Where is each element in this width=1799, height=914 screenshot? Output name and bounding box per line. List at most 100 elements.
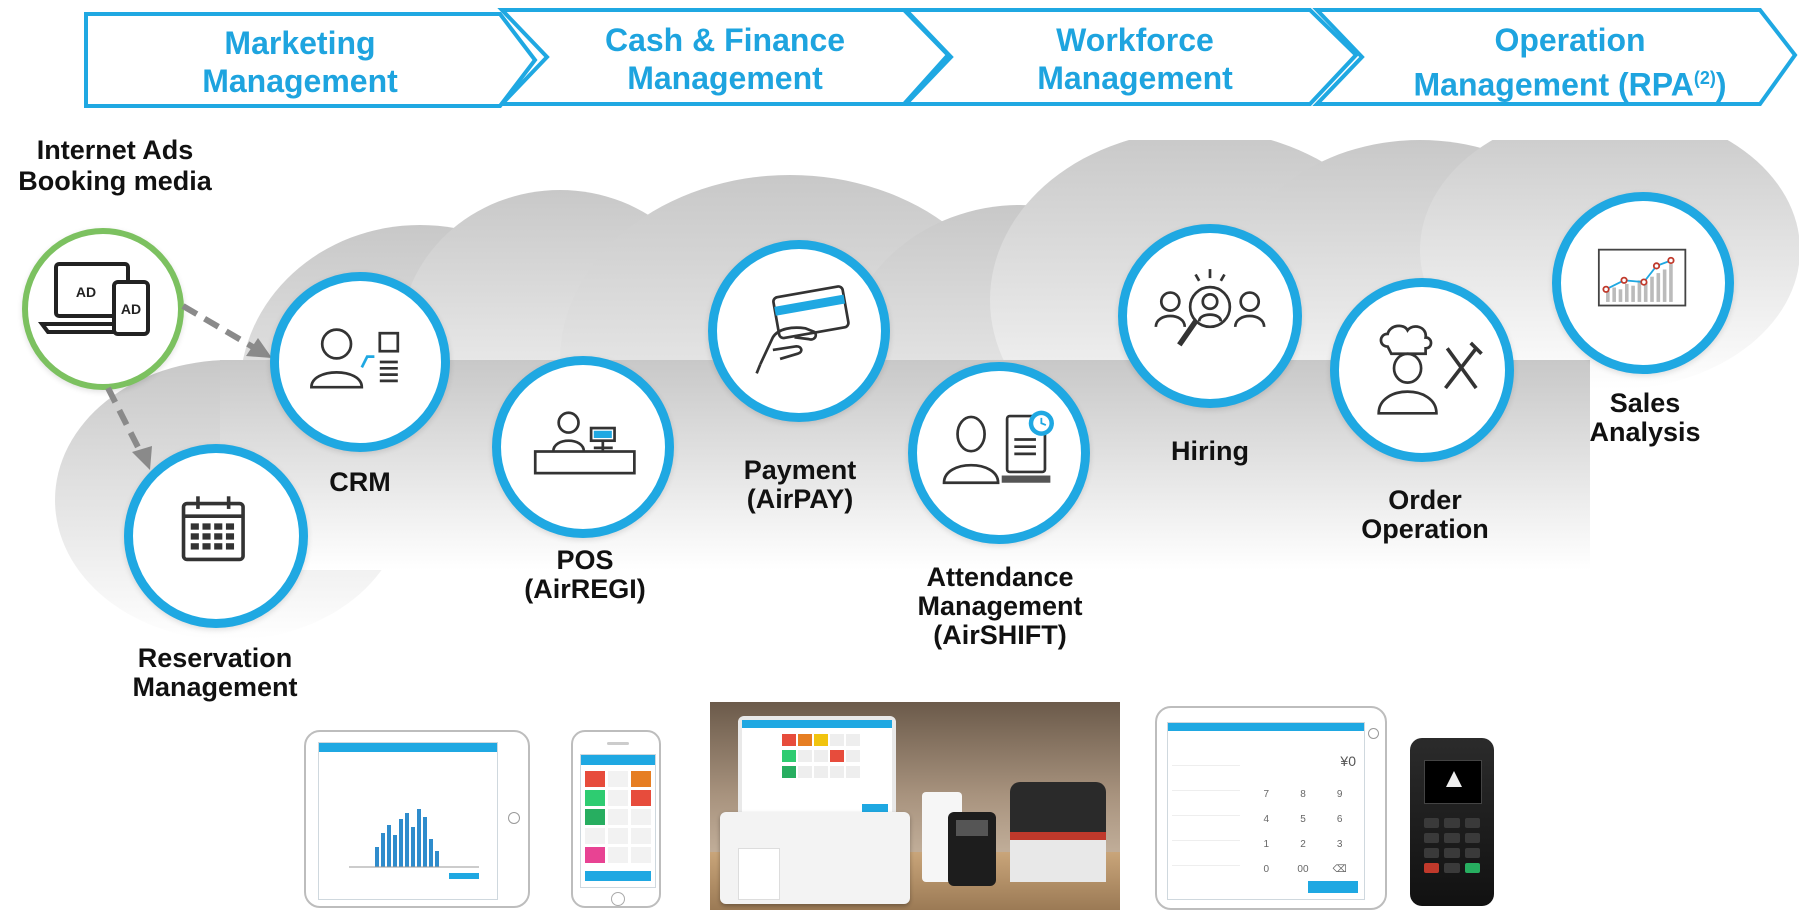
app-header-bar <box>319 743 497 752</box>
method-row <box>1172 791 1240 816</box>
keypad-key: 4 <box>1263 814 1270 825</box>
phone-header-bar <box>581 755 655 765</box>
phone-home-button <box>611 892 625 906</box>
phone-device <box>571 730 661 908</box>
hiring-label: Hiring <box>1171 436 1249 466</box>
reader-key <box>1424 848 1440 858</box>
magnifier-people-icon <box>1154 269 1266 347</box>
stage-line: ) <box>1715 66 1727 103</box>
pos-hardware-photo <box>710 702 1120 910</box>
stage-line: Management <box>202 63 398 99</box>
cash-drawer <box>720 812 910 904</box>
phone-screen <box>580 754 656 888</box>
keypad-key: 1 <box>1263 839 1270 850</box>
card-reader-screen <box>956 820 988 836</box>
process-chevrons <box>84 8 1798 108</box>
card-reader-device <box>1410 738 1494 906</box>
ad-text: AD <box>121 301 141 317</box>
pos-tablet-in-photo <box>738 716 896 826</box>
tablet-reservation-device <box>304 730 530 908</box>
reader-key <box>1464 848 1480 858</box>
dashed-arrows <box>105 303 272 470</box>
pos-circle <box>492 356 674 538</box>
card-reader-display <box>1424 760 1482 804</box>
sales-chart-icon <box>1597 248 1687 307</box>
tablet-screen <box>318 742 498 900</box>
stage-workforce-label: Workforce Management <box>1000 21 1270 97</box>
keypad-key: 3 <box>1336 839 1343 850</box>
label-printer <box>1010 782 1106 882</box>
method-row <box>1172 741 1240 766</box>
keypad-key: 00 <box>1297 864 1309 875</box>
keypad-key: 7 <box>1263 789 1270 800</box>
keypad-key: 8 <box>1300 789 1306 800</box>
source-line: Booking media <box>18 166 212 196</box>
keypad-key: ⌫ <box>1332 864 1347 875</box>
source-line: Internet Ads <box>36 135 194 165</box>
amount-display: ¥0 <box>1340 753 1356 769</box>
label-line: Operation <box>1361 514 1489 544</box>
stage-line: Operation <box>1494 22 1646 58</box>
keypad-grid: 7 8 9 4 5 6 1 2 3 0 00 ⌫ <box>1248 789 1358 875</box>
chevron-operation <box>1312 8 1798 106</box>
pos-screen-thumbnail <box>742 720 892 812</box>
stage-line: Cash & Finance <box>604 22 846 58</box>
label-line: Management <box>132 672 298 702</box>
calendar-icon <box>181 496 245 562</box>
label-line: Attendance <box>926 562 1074 592</box>
reader-key <box>1444 833 1460 843</box>
reader-key <box>1424 833 1440 843</box>
label-line: Order <box>1388 485 1462 515</box>
order-label: Order Operation <box>1330 486 1520 544</box>
label-line: POS <box>556 545 614 575</box>
stage-marketing-label: Marketing Management <box>185 24 415 100</box>
method-row <box>1172 816 1240 841</box>
order-circle <box>1330 278 1514 462</box>
charge-button-bar <box>1308 881 1358 893</box>
reader-key <box>1444 863 1460 873</box>
crm-icon <box>310 328 400 389</box>
ad-text: AD <box>76 284 96 300</box>
tablet-payment-device: ¥0 7 8 9 4 5 6 1 2 3 0 00 ⌫ <box>1155 706 1387 910</box>
label-line: (AirSHIFT) <box>933 620 1067 650</box>
stage-line: Management <box>627 60 823 96</box>
method-row <box>1172 841 1240 866</box>
chef-utensils-icon <box>1377 324 1483 415</box>
tablet-home-button <box>508 812 520 824</box>
chevron-workforce <box>901 8 1359 106</box>
pos-counter-icon <box>533 411 636 475</box>
keypad-key: 5 <box>1300 814 1306 825</box>
histogram-thumbnail <box>349 809 479 879</box>
payment-method-list <box>1172 741 1240 891</box>
stage-cash-finance-label: Cash & Finance Management <box>585 21 865 97</box>
tablet-home-button <box>1368 728 1379 739</box>
method-row <box>1172 766 1240 791</box>
reservation-circle <box>124 444 308 628</box>
payment-header-bar <box>1168 723 1364 731</box>
keypad-key: 2 <box>1300 839 1306 850</box>
attendance-label: Attendance Management (AirSHIFT) <box>890 563 1110 650</box>
crm-label: CRM <box>329 467 391 497</box>
reader-key <box>1444 818 1460 828</box>
laptop-tablet-icon: AD AD <box>38 262 150 336</box>
keypad-key: 6 <box>1336 814 1343 825</box>
label-line: (AirREGI) <box>524 574 646 604</box>
chevron-marketing <box>84 12 538 108</box>
label-line: Sales <box>1609 388 1681 418</box>
stage-operation-label: Operation Management (RPA(2)) <box>1390 21 1750 104</box>
reservation-label: Reservation Management <box>110 644 320 702</box>
card-reader-in-photo <box>948 812 996 886</box>
reader-key-ok <box>1464 863 1480 873</box>
stage-line: Workforce <box>1056 22 1214 58</box>
payment-circle <box>708 240 890 422</box>
label-line: Reservation <box>137 643 293 673</box>
card-reader-keys <box>1424 818 1480 873</box>
crm-circle <box>270 272 450 452</box>
footnote-marker: (2) <box>1693 68 1716 88</box>
label-line: Management <box>917 591 1083 621</box>
stage-line: Marketing <box>224 25 376 61</box>
card-reader-logo <box>1446 771 1462 787</box>
label-line: (AirPAY) <box>746 484 854 514</box>
sales-circle <box>1552 192 1734 374</box>
receipt-printer-slot <box>738 848 780 900</box>
